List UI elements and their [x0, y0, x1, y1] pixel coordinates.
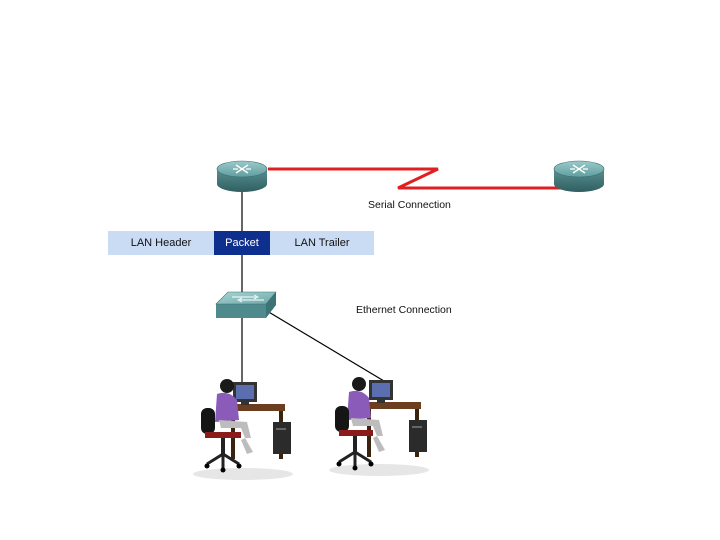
router-icon	[553, 160, 605, 192]
workstation-user-icon	[329, 377, 429, 476]
router-icon	[216, 160, 268, 192]
packet-box: Packet	[214, 231, 270, 255]
ethernet-connection-label: Ethernet Connection	[356, 304, 452, 316]
switch-pc2-link	[261, 307, 385, 382]
switch-icon	[215, 291, 277, 318]
serial-connection-label: Serial Connection	[368, 199, 451, 211]
workstation-user-icon	[193, 379, 293, 480]
lan-trailer-box: LAN Trailer	[270, 231, 374, 255]
lan-header-box: LAN Header	[108, 231, 214, 255]
serial-link	[268, 167, 580, 190]
